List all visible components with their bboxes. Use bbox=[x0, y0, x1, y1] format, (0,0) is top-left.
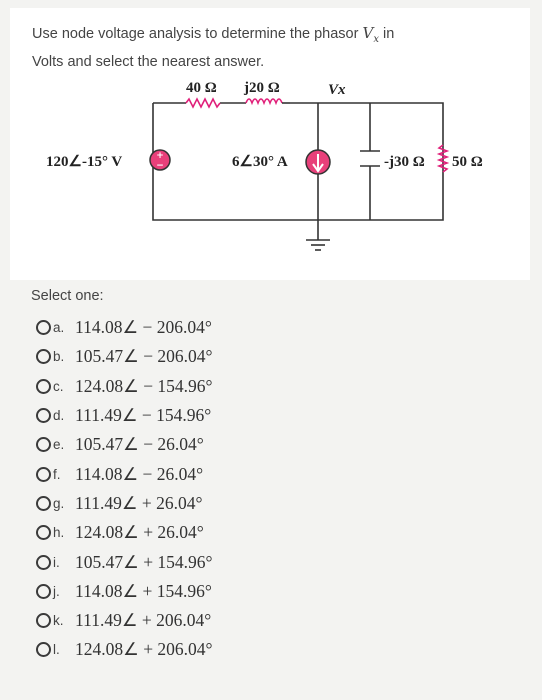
radio-c[interactable] bbox=[36, 378, 51, 394]
option-d[interactable]: d.111.49∠ − 154.96° bbox=[36, 401, 213, 430]
option-i[interactable]: i.105.47∠ + 154.96° bbox=[36, 547, 213, 576]
resistor-40-icon bbox=[185, 97, 221, 109]
option-f[interactable]: f.114.08∠ − 26.04° bbox=[36, 459, 213, 488]
phasor-variable: Vx bbox=[362, 24, 379, 45]
question-text-before: Use node voltage analysis to determine t… bbox=[32, 26, 363, 42]
option-b-value: 105.47∠ − 206.04° bbox=[75, 346, 213, 367]
option-c-value: 124.08∠ − 154.96° bbox=[75, 375, 213, 396]
vx-label: Vx bbox=[328, 82, 346, 98]
radio-b[interactable] bbox=[36, 349, 51, 365]
option-l[interactable]: l.124.08∠ + 206.04° bbox=[36, 635, 213, 664]
option-e[interactable]: e.105.47∠ − 26.04° bbox=[36, 430, 213, 459]
current-label: 6∠30° A bbox=[232, 154, 288, 170]
radio-a[interactable] bbox=[36, 320, 51, 336]
option-a[interactable]: a.114.08∠ − 206.04° bbox=[36, 313, 213, 342]
option-e-value: 105.47∠ − 26.04° bbox=[75, 434, 204, 455]
capacitor-label: -j30 Ω bbox=[384, 154, 425, 170]
l1-label: j20 Ω bbox=[243, 80, 280, 96]
radio-e[interactable] bbox=[36, 437, 51, 453]
option-h[interactable]: h.124.08∠ + 26.04° bbox=[36, 518, 213, 547]
option-j[interactable]: j.114.08∠ + 154.96° bbox=[36, 577, 213, 606]
option-g[interactable]: g.111.49∠ + 26.04° bbox=[36, 489, 213, 518]
option-g-value: 111.49∠ + 26.04° bbox=[75, 492, 203, 513]
option-l-value: 124.08∠ + 206.04° bbox=[75, 639, 213, 660]
source-label: 120∠-15° V bbox=[46, 154, 122, 170]
resistor-50-icon bbox=[436, 144, 450, 173]
radio-l[interactable] bbox=[36, 642, 51, 658]
ground-icon bbox=[306, 239, 330, 251]
radio-h[interactable] bbox=[36, 525, 51, 541]
option-k[interactable]: k.111.49∠ + 206.04° bbox=[36, 606, 213, 635]
option-b[interactable]: b.105.47∠ − 206.04° bbox=[36, 342, 213, 371]
option-a-value: 114.08∠ − 206.04° bbox=[75, 317, 212, 338]
option-c[interactable]: c.124.08∠ − 154.96° bbox=[36, 372, 213, 401]
radio-g[interactable] bbox=[36, 495, 51, 511]
r2-label: 50 Ω bbox=[452, 154, 483, 170]
circuit-diagram: + − 40 Ω j20 Ω Vx 120∠-15° V 6∠30° A -j3… bbox=[46, 80, 483, 251]
answer-options: a.114.08∠ − 206.04° b.105.47∠ − 206.04° … bbox=[36, 313, 213, 665]
current-source-icon bbox=[305, 149, 331, 175]
radio-k[interactable] bbox=[36, 613, 51, 629]
radio-i[interactable] bbox=[36, 554, 51, 570]
option-h-value: 124.08∠ + 26.04° bbox=[75, 522, 204, 543]
option-k-value: 111.49∠ + 206.04° bbox=[75, 610, 212, 631]
r1-label: 40 Ω bbox=[186, 80, 217, 96]
question-text-after: in bbox=[378, 26, 395, 42]
question-text-line2: Volts and select the nearest answer. bbox=[32, 54, 265, 70]
option-f-value: 114.08∠ − 26.04° bbox=[75, 463, 204, 484]
radio-f[interactable] bbox=[36, 466, 51, 482]
question-text: Use node voltage analysis to determine t… bbox=[32, 22, 472, 73]
radio-j[interactable] bbox=[36, 583, 51, 599]
option-d-value: 111.49∠ − 154.96° bbox=[75, 405, 212, 426]
svg-text:+: + bbox=[156, 151, 164, 161]
voltage-source-icon: + − bbox=[149, 149, 171, 171]
select-one-label: Select one: bbox=[31, 288, 104, 304]
option-i-value: 105.47∠ + 154.96° bbox=[75, 551, 213, 572]
circuit-wires bbox=[152, 102, 444, 240]
svg-text:−: − bbox=[156, 161, 164, 171]
capacitor-icon bbox=[360, 150, 380, 167]
option-j-value: 114.08∠ + 154.96° bbox=[75, 580, 212, 601]
inductor-icon bbox=[245, 98, 283, 106]
radio-d[interactable] bbox=[36, 408, 51, 424]
